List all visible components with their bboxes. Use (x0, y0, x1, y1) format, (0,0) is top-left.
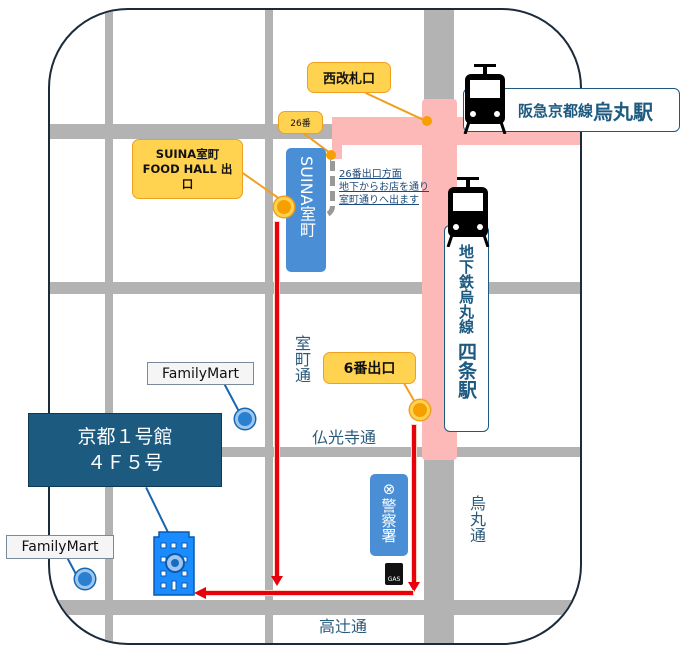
street-karasuma: 烏丸通 (467, 495, 486, 543)
familymart-text: FamilyMart (162, 365, 239, 382)
familymart-label: FamilyMart (147, 362, 254, 385)
location-dot-icon (422, 116, 432, 126)
train-icon (463, 64, 507, 134)
route-muromachi (275, 222, 279, 578)
street-muromachi: 室町通 (292, 335, 311, 383)
location-dot-icon (326, 150, 336, 160)
suina-exit-callout: SUINA室町 FOOD HALL 出口 (132, 139, 243, 199)
location-dot-icon (274, 197, 294, 217)
suina-label: SUINA室町 (297, 156, 316, 238)
hankyu-station: 烏丸駅 (593, 99, 654, 124)
street-takatsuji: 高辻通 (319, 617, 368, 636)
location-dot-icon (410, 400, 430, 420)
road-mid (50, 282, 580, 294)
building-name: 京都１号館 (77, 426, 173, 448)
route-arrow-down-2 (408, 582, 420, 592)
police-station: ⊗ 警察署 (370, 474, 408, 556)
subway-line: 地下鉄烏丸線 (457, 244, 475, 334)
west-gate-label: 西改札口 (322, 72, 375, 87)
road-west (105, 10, 113, 643)
building-floor: ４Ｆ５号 (86, 452, 163, 474)
underground-note: 26番出口方面 地下からお店を通り 室町通りへ出ます (339, 168, 429, 207)
route-takatsuji (205, 591, 413, 595)
route-karasuma (412, 425, 416, 585)
subway-station: 四条駅 (455, 342, 477, 399)
familymart-text: FamilyMart (21, 539, 99, 555)
gas-station-icon: GAS (385, 563, 403, 585)
note-line: 26番出口方面 (339, 169, 402, 180)
location-dot-icon (75, 569, 95, 589)
exit-6-label: 6番出口 (343, 361, 396, 377)
subway-station-label: 地下鉄烏丸線 四条駅 (444, 225, 489, 432)
suina-exit-label: SUINA室町 FOOD HALL 出口 (142, 146, 233, 191)
street-bukkoji: 仏光寺通 (312, 428, 377, 447)
train-icon (446, 177, 490, 247)
familymart-label: FamilyMart (6, 535, 114, 559)
route-arrow-left (194, 587, 206, 599)
gas-label: GAS (387, 576, 401, 583)
exit-26-label: 26番 (290, 119, 311, 129)
police-icon: ⊗ (382, 480, 396, 498)
police-label: 警察署 (379, 498, 398, 543)
road-takatsuji (50, 600, 580, 615)
route-arrow-down (271, 576, 283, 586)
destination-building-label: 京都１号館 ４Ｆ５号 (28, 413, 222, 487)
road-bukkoji (50, 447, 580, 457)
road-muromachi (265, 10, 273, 643)
exit-26-callout: 26番 (278, 111, 323, 134)
west-gate-callout: 西改札口 (307, 62, 391, 93)
hankyu-line: 阪急京都線 (518, 101, 594, 120)
note-line: 地下からお店を通り (339, 182, 429, 193)
building-icon (153, 531, 195, 596)
exit-6-callout: 6番出口 (323, 352, 416, 384)
note-line: 室町通りへ出ます (339, 195, 419, 206)
station-area-branch (332, 117, 342, 159)
location-dot-icon (235, 409, 255, 429)
